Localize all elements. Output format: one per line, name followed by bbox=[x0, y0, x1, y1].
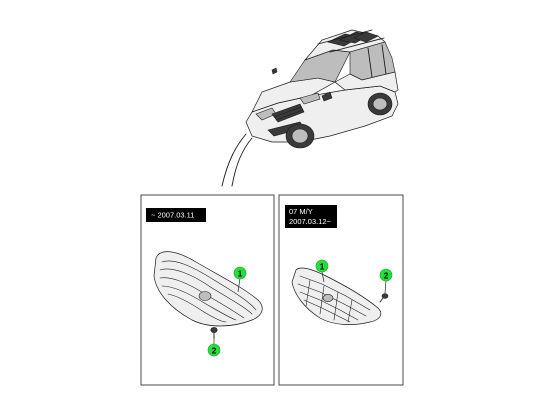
left-panel-frame bbox=[140, 194, 275, 386]
right-date-tag-line1: 07 M/Y bbox=[289, 207, 313, 216]
right-panel: 07 M/Y 2007.03.12~ 1 bbox=[278, 194, 404, 386]
fastener-part-late bbox=[379, 293, 389, 303]
left-panel: ~ 2007.03.11 1 2 bbox=[140, 194, 275, 386]
svg-text:2: 2 bbox=[384, 271, 389, 281]
left-date-tag bbox=[146, 208, 206, 222]
right-date-tag bbox=[285, 205, 337, 228]
callout-2-right: 2 bbox=[379, 268, 393, 282]
right-date-tag-line2: 2007.03.12~ bbox=[289, 217, 332, 226]
svg-text:1: 1 bbox=[238, 269, 243, 279]
svg-text:1: 1 bbox=[320, 262, 325, 272]
callout-1-left: 1 bbox=[233, 266, 247, 280]
pointer-arrow bbox=[221, 133, 253, 187]
left-date-tag-text: ~ 2007.03.11 bbox=[151, 211, 194, 220]
grille-part-late bbox=[291, 267, 382, 325]
vehicle-illustration bbox=[245, 29, 399, 149]
callout-2-left: 2 bbox=[207, 343, 221, 357]
svg-text:2: 2 bbox=[212, 346, 217, 356]
grille-part-early bbox=[153, 251, 263, 327]
right-panel-frame bbox=[278, 194, 404, 386]
callout-1-right: 1 bbox=[315, 259, 329, 273]
